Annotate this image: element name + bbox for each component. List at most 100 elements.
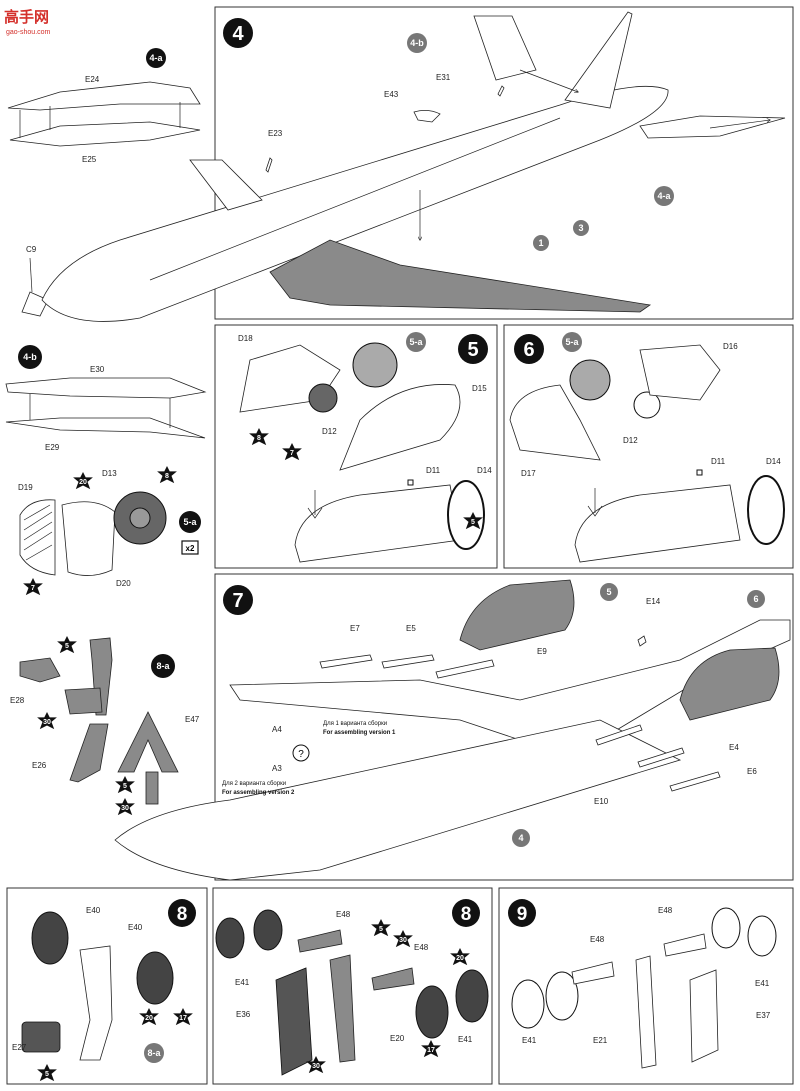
part-e37 <box>689 969 719 1063</box>
svg-text:20: 20 <box>456 955 464 962</box>
bracket-8a <box>64 687 103 715</box>
label-e31: E31 <box>436 73 451 82</box>
part-e9 <box>435 659 495 679</box>
ref-5a-s5-label: 5-a <box>409 337 423 347</box>
part-d12-s5 <box>308 383 338 413</box>
part-e5 <box>381 654 435 669</box>
wheel-e41-s9-b <box>545 971 579 1021</box>
ref-circle-1 <box>533 235 549 251</box>
label-e43: E43 <box>384 90 399 99</box>
gear-strut-8 <box>79 945 113 1061</box>
star-ref-7-5a: 7 <box>23 578 43 596</box>
part-d12-s6 <box>633 391 661 419</box>
label-e21: E21 <box>593 1036 608 1045</box>
ref-4a <box>654 186 674 206</box>
step-7: 7 E7 E5 E9 E14 E4 E6 E10 A4 A3 Для 1 вар… <box>114 579 791 881</box>
wheel-e41-left-b <box>253 909 283 951</box>
svg-text:30: 30 <box>43 719 51 726</box>
part-d17 <box>509 384 601 461</box>
star-ref-17-s8a: 17 <box>173 1008 193 1026</box>
part-c9-group: C9 <box>21 245 49 317</box>
ref-circle-5 <box>600 583 618 601</box>
bogie-s9-left <box>571 961 615 985</box>
svg-text:7: 7 <box>290 450 294 457</box>
part-e23 <box>265 157 273 173</box>
ref-circle-3 <box>573 220 589 236</box>
bogie-left <box>297 929 343 953</box>
star-ref-20-s8a: 20 <box>139 1008 159 1026</box>
badge-5a <box>179 511 201 533</box>
part-d20 <box>61 501 116 576</box>
label-d18: D18 <box>238 334 253 343</box>
badge-8a <box>151 654 175 678</box>
ref-circle-3-label: 3 <box>578 223 583 233</box>
label-e48b-s8b: E48 <box>414 943 429 952</box>
note-v1-ru: Для 1 варианта сборки <box>323 721 387 727</box>
engine-assembled-s6 <box>574 484 741 563</box>
fuselage <box>41 85 669 322</box>
axle-8a <box>145 771 159 805</box>
step-5: 5 D18 D12 D15 D11 D14 5-a 8 7 5 <box>238 332 492 563</box>
svg-text:8: 8 <box>257 435 261 442</box>
ref-8a <box>144 1043 164 1063</box>
badge-5a-label: 5-a <box>183 517 197 527</box>
star-ref-5b-8a: 5 <box>115 776 135 794</box>
step-9-number: 9 <box>517 904 528 925</box>
ref-circle-1-label: 1 <box>538 238 543 248</box>
svg-text:20: 20 <box>145 1015 153 1022</box>
label-e25: E25 <box>82 155 97 164</box>
panel-step-5 <box>214 324 498 569</box>
vertical-tail <box>564 11 633 109</box>
star-ref-8-s5: 8 <box>249 428 269 446</box>
wheel-e40-right <box>136 951 174 1005</box>
part-e31 <box>497 85 505 97</box>
svg-text:5: 5 <box>379 926 383 933</box>
label-d12-s5: D12 <box>322 427 337 436</box>
ref-circle-4 <box>512 829 530 847</box>
multiplier-box <box>181 540 199 555</box>
badge-4a-label: 4-a <box>149 53 163 63</box>
badge-4b-label: 4-b <box>23 352 37 362</box>
step-7-badge <box>223 585 253 615</box>
label-e41b-s9: E41 <box>755 979 770 988</box>
fan-5a-s5 <box>352 342 398 388</box>
badge-8a-label: 8-a <box>156 661 170 671</box>
part-d14-s5 <box>447 480 485 550</box>
step-5-badge <box>458 334 488 364</box>
panel-step-8a <box>6 887 208 1085</box>
step-4-badge <box>223 18 253 48</box>
label-a4: A4 <box>272 725 282 734</box>
star-ref-30-8a: 30 <box>37 712 57 730</box>
part-e20 <box>329 954 356 1063</box>
question-mark: ? <box>298 749 304 760</box>
svg-text:5: 5 <box>123 783 127 790</box>
note-v2-en: For assembling version 2 <box>222 790 295 796</box>
part-e7 <box>319 654 373 669</box>
engine-assembled-s5 <box>294 484 461 563</box>
star-ref-5-s8a: 5 <box>37 1064 57 1082</box>
part-e4 <box>637 747 685 768</box>
part-e10 <box>595 724 643 746</box>
label-e41-s8b: E41 <box>235 978 250 987</box>
subassembly-5a: D19 D13 D20 5-a x2 8 20 7 <box>18 466 201 596</box>
step-4: 4 E23 E43 E31 4-b 4-a 3 1 <box>41 11 786 322</box>
bogie-s9-right <box>663 933 707 957</box>
svg-text:8: 8 <box>165 473 169 480</box>
label-e36: E36 <box>236 1010 251 1019</box>
label-a3: A3 <box>272 764 282 773</box>
svg-text:17: 17 <box>179 1015 187 1022</box>
badge-4b <box>18 345 42 369</box>
wheel-e41-right-b <box>455 969 489 1023</box>
step-8-main: 8 E40 E40 E27 8-a 20 17 5 <box>12 899 196 1082</box>
label-e23: E23 <box>268 129 283 138</box>
panel-step-8b <box>212 887 493 1085</box>
site-logo: 高手网 gao-shou.com <box>4 8 51 36</box>
fuselage-step7 <box>114 719 682 881</box>
right-stabilizer <box>639 115 786 139</box>
ref-circle-4-label: 4 <box>518 833 523 843</box>
panel-step-9 <box>498 887 794 1085</box>
left-stabilizer <box>189 159 263 211</box>
label-e4: E4 <box>729 743 739 752</box>
star-ref-17-s8b: 17 <box>421 1040 441 1058</box>
